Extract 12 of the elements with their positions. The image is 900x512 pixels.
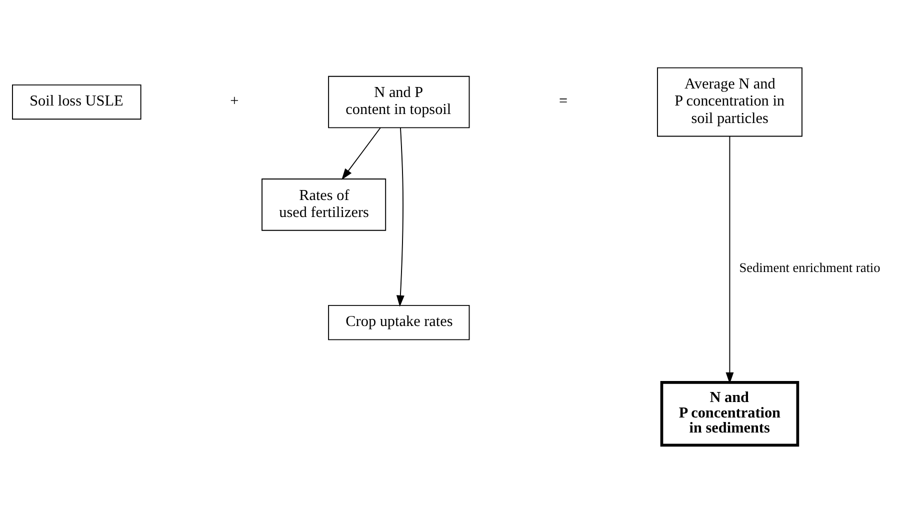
node-box: Rates of used fertilizers [262,178,386,230]
node-box: Soil loss USLE [12,84,142,120]
label: + [230,92,239,110]
label: = [559,92,568,110]
node-box: Average N and P concentration in soil particles [657,66,802,136]
node-box: Crop uptake rates [328,304,470,340]
arrow [396,127,404,306]
node-box: N and P content in topsoil [328,75,470,128]
arrow [726,135,734,384]
node-box: N and P concentration in sediments [660,380,800,446]
edge-label: Sediment enrichment ratio [739,259,880,274]
arrow [342,126,381,180]
